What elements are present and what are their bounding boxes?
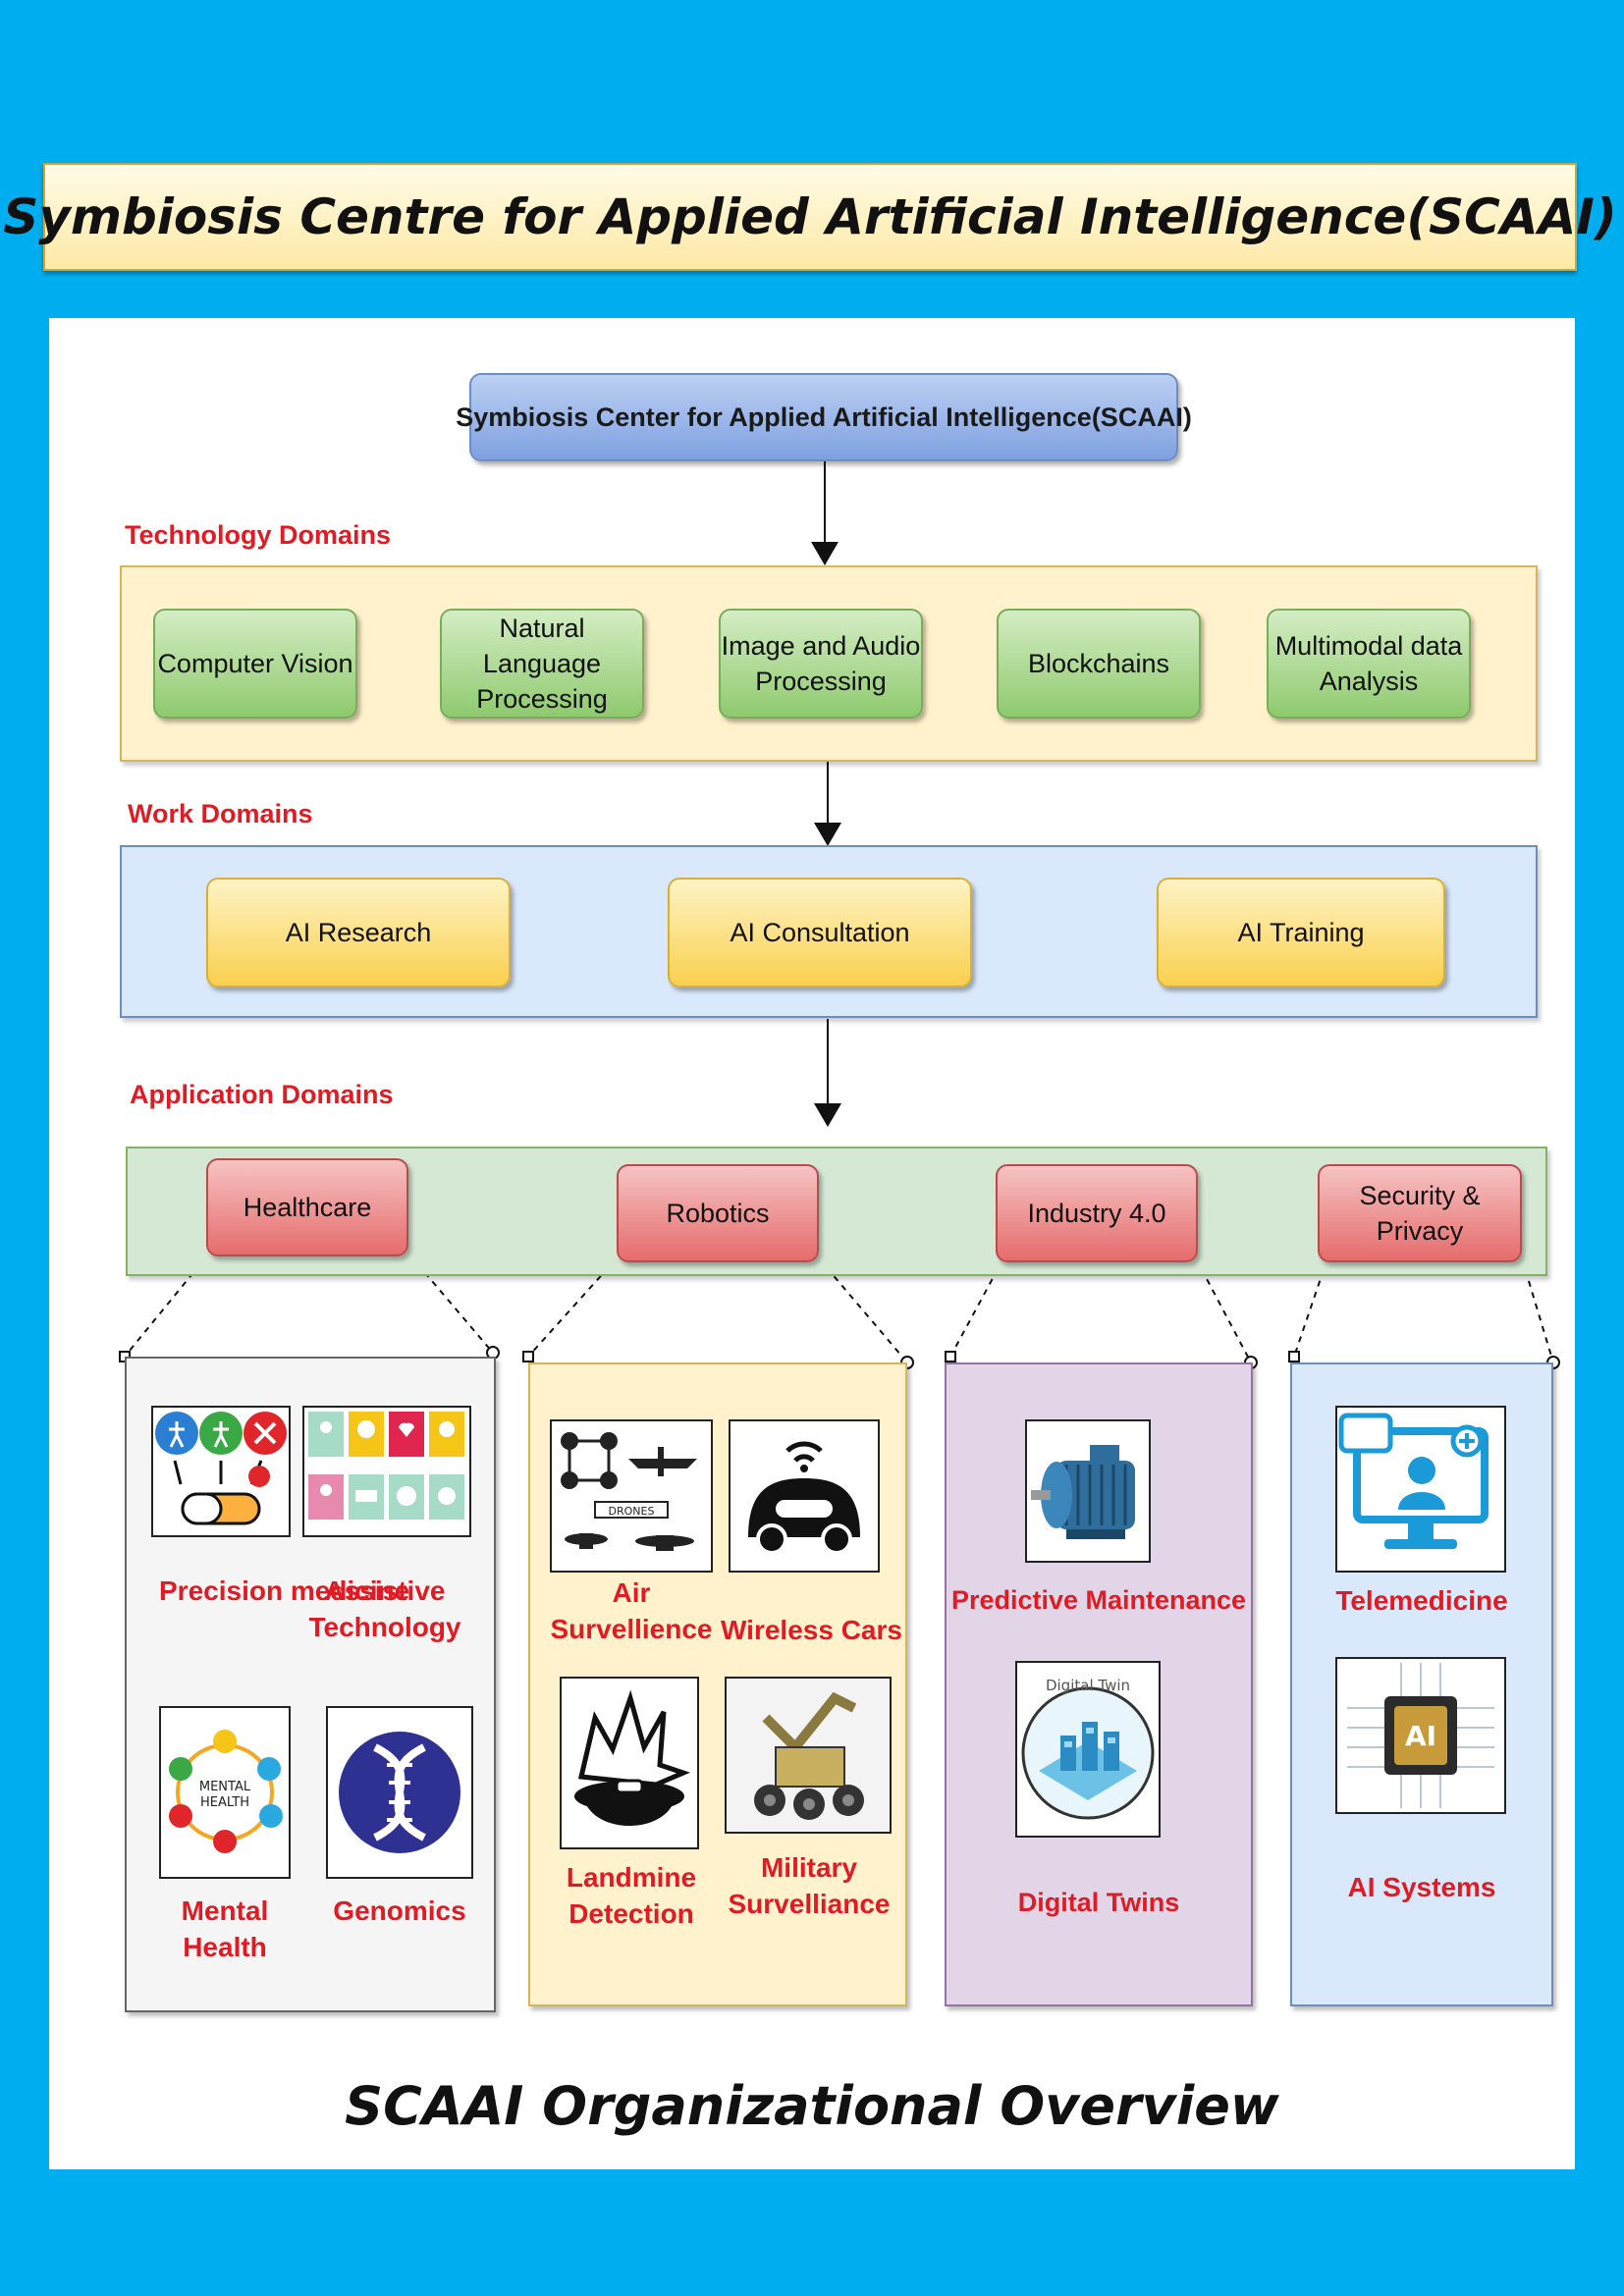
tech-node-label: Natural Language Processing	[476, 614, 608, 714]
telemedicine-icon	[1338, 1413, 1489, 1549]
precision-medicine-icon	[155, 1412, 287, 1525]
app-node-label: Security & Privacy	[1359, 1181, 1481, 1246]
work-node-label: AI Consultation	[730, 918, 910, 947]
application-domains-label: Application Domains	[130, 1080, 394, 1109]
air-surveillance-image: DRONES	[550, 1419, 713, 1573]
svg-text:MENTAL: MENTAL	[199, 1780, 251, 1794]
tech-node-blockchains: Blockchains	[997, 609, 1201, 719]
precision-medicine-caption: Precision medicine	[159, 1575, 410, 1606]
drones-icon: DRONES	[561, 1432, 697, 1551]
air-surveillance-caption: Air Survellience	[550, 1577, 713, 1644]
digital-twin-icon: Digital Twin	[1021, 1677, 1155, 1820]
tech-node-label: Blockchains	[1027, 649, 1170, 678]
work-node-ai-research: AI Research	[206, 878, 511, 988]
tech-node-label: Multimodal data Analysis	[1274, 631, 1463, 696]
app-node-healthcare: Healthcare	[206, 1158, 408, 1256]
assistive-technology-icon	[308, 1412, 464, 1520]
svg-text:HEALTH: HEALTH	[200, 1795, 249, 1810]
tech-node-computer-vision: Computer Vision	[153, 609, 357, 719]
tech-node-label: Computer Vision	[157, 649, 353, 678]
svg-text:Digital Twin: Digital Twin	[1046, 1677, 1130, 1694]
app-node-label: Healthcare	[243, 1193, 372, 1222]
precision-medicine-image	[151, 1406, 291, 1537]
svg-text:DRONES: DRONES	[609, 1505, 655, 1518]
digital-twins-image: Digital Twin	[1015, 1661, 1161, 1838]
ai-systems-caption: AI Systems	[1347, 1872, 1496, 1902]
autonomous-car-icon	[748, 1441, 860, 1555]
app-node-label: Robotics	[666, 1199, 770, 1228]
tech-node-multimodal: Multimodal data Analysis	[1267, 609, 1471, 719]
root-label: Symbiosis Center for Applied Artificial …	[456, 401, 1192, 432]
digital-twins-caption: Digital Twins	[1017, 1888, 1180, 1917]
genomics-image	[326, 1706, 473, 1879]
dashed-industry-right	[1195, 1257, 1252, 1363]
tech-node-nlp: Natural Language Processing	[440, 609, 644, 719]
assistive-technology-image	[302, 1406, 471, 1537]
dna-icon	[339, 1732, 460, 1853]
predictive-maintenance-image	[1025, 1419, 1151, 1563]
ai-systems-image: AI	[1335, 1657, 1506, 1814]
mental-health-image: MENTAL HEALTH	[159, 1706, 291, 1879]
app-node-label: Industry 4.0	[1027, 1199, 1166, 1228]
military-robot-icon	[727, 1679, 890, 1832]
app-node-industry: Industry 4.0	[996, 1164, 1198, 1262]
work-node-ai-training: AI Training	[1157, 878, 1445, 988]
connector-handle	[945, 1351, 956, 1362]
telemedicine-image	[1335, 1406, 1506, 1573]
connector-handle	[522, 1351, 534, 1362]
genomics-caption: Genomics	[333, 1896, 466, 1926]
mental-health-caption: Mental Health	[181, 1896, 269, 1962]
diagram-canvas: Symbiosis Center for Applied Artificial …	[49, 318, 1575, 2169]
work-node-label: AI Training	[1237, 918, 1365, 947]
tech-node-label: Image and Audio Processing	[721, 631, 921, 696]
dashed-robotics-left	[527, 1257, 618, 1358]
connector-handle	[1288, 1351, 1300, 1362]
mental-health-icon: MENTAL HEALTH	[169, 1730, 283, 1853]
banner-title: Symbiosis Centre for Applied Artificial …	[3, 188, 1617, 245]
dashed-healthcare-right	[408, 1254, 494, 1354]
work-domains-label: Work Domains	[128, 799, 313, 828]
dashed-healthcare-left	[124, 1254, 209, 1358]
connector-lines	[119, 461, 1560, 1369]
overview-title: SCAAI Organizational Overview	[345, 2075, 1279, 2137]
wireless-cars-caption: Wireless Cars	[721, 1615, 902, 1645]
root-node: Symbiosis Center for Applied Artificial …	[456, 373, 1192, 461]
header-banner: Symbiosis Centre for Applied Artificial …	[3, 163, 1617, 271]
military-surveillance-caption: Military Survelliance	[728, 1852, 891, 1919]
app-node-robotics: Robotics	[617, 1164, 819, 1262]
telemedicine-caption: Telemedicine	[1335, 1585, 1508, 1616]
landmine-detection-image	[560, 1677, 699, 1849]
app-node-security: Security & Privacy	[1318, 1164, 1522, 1262]
work-node-ai-consultation: AI Consultation	[668, 878, 972, 988]
landmine-detection-caption: Landmine Detection	[566, 1862, 697, 1929]
military-surveillance-image	[725, 1677, 892, 1834]
predictive-maintenance-caption: Predictive Maintenance	[950, 1585, 1247, 1615]
work-node-label: AI Research	[285, 918, 432, 947]
svg-text:AI: AI	[1405, 1720, 1436, 1752]
landmine-icon	[574, 1689, 691, 1826]
tech-node-image-audio: Image and Audio Processing	[719, 609, 923, 719]
technology-domains-label: Technology Domains	[125, 520, 392, 550]
electric-motor-icon	[1031, 1445, 1135, 1539]
wireless-cars-image	[729, 1419, 880, 1573]
assistive-technology-caption: Assistive Technology	[308, 1575, 461, 1642]
ai-chip-icon: AI	[1347, 1663, 1494, 1808]
